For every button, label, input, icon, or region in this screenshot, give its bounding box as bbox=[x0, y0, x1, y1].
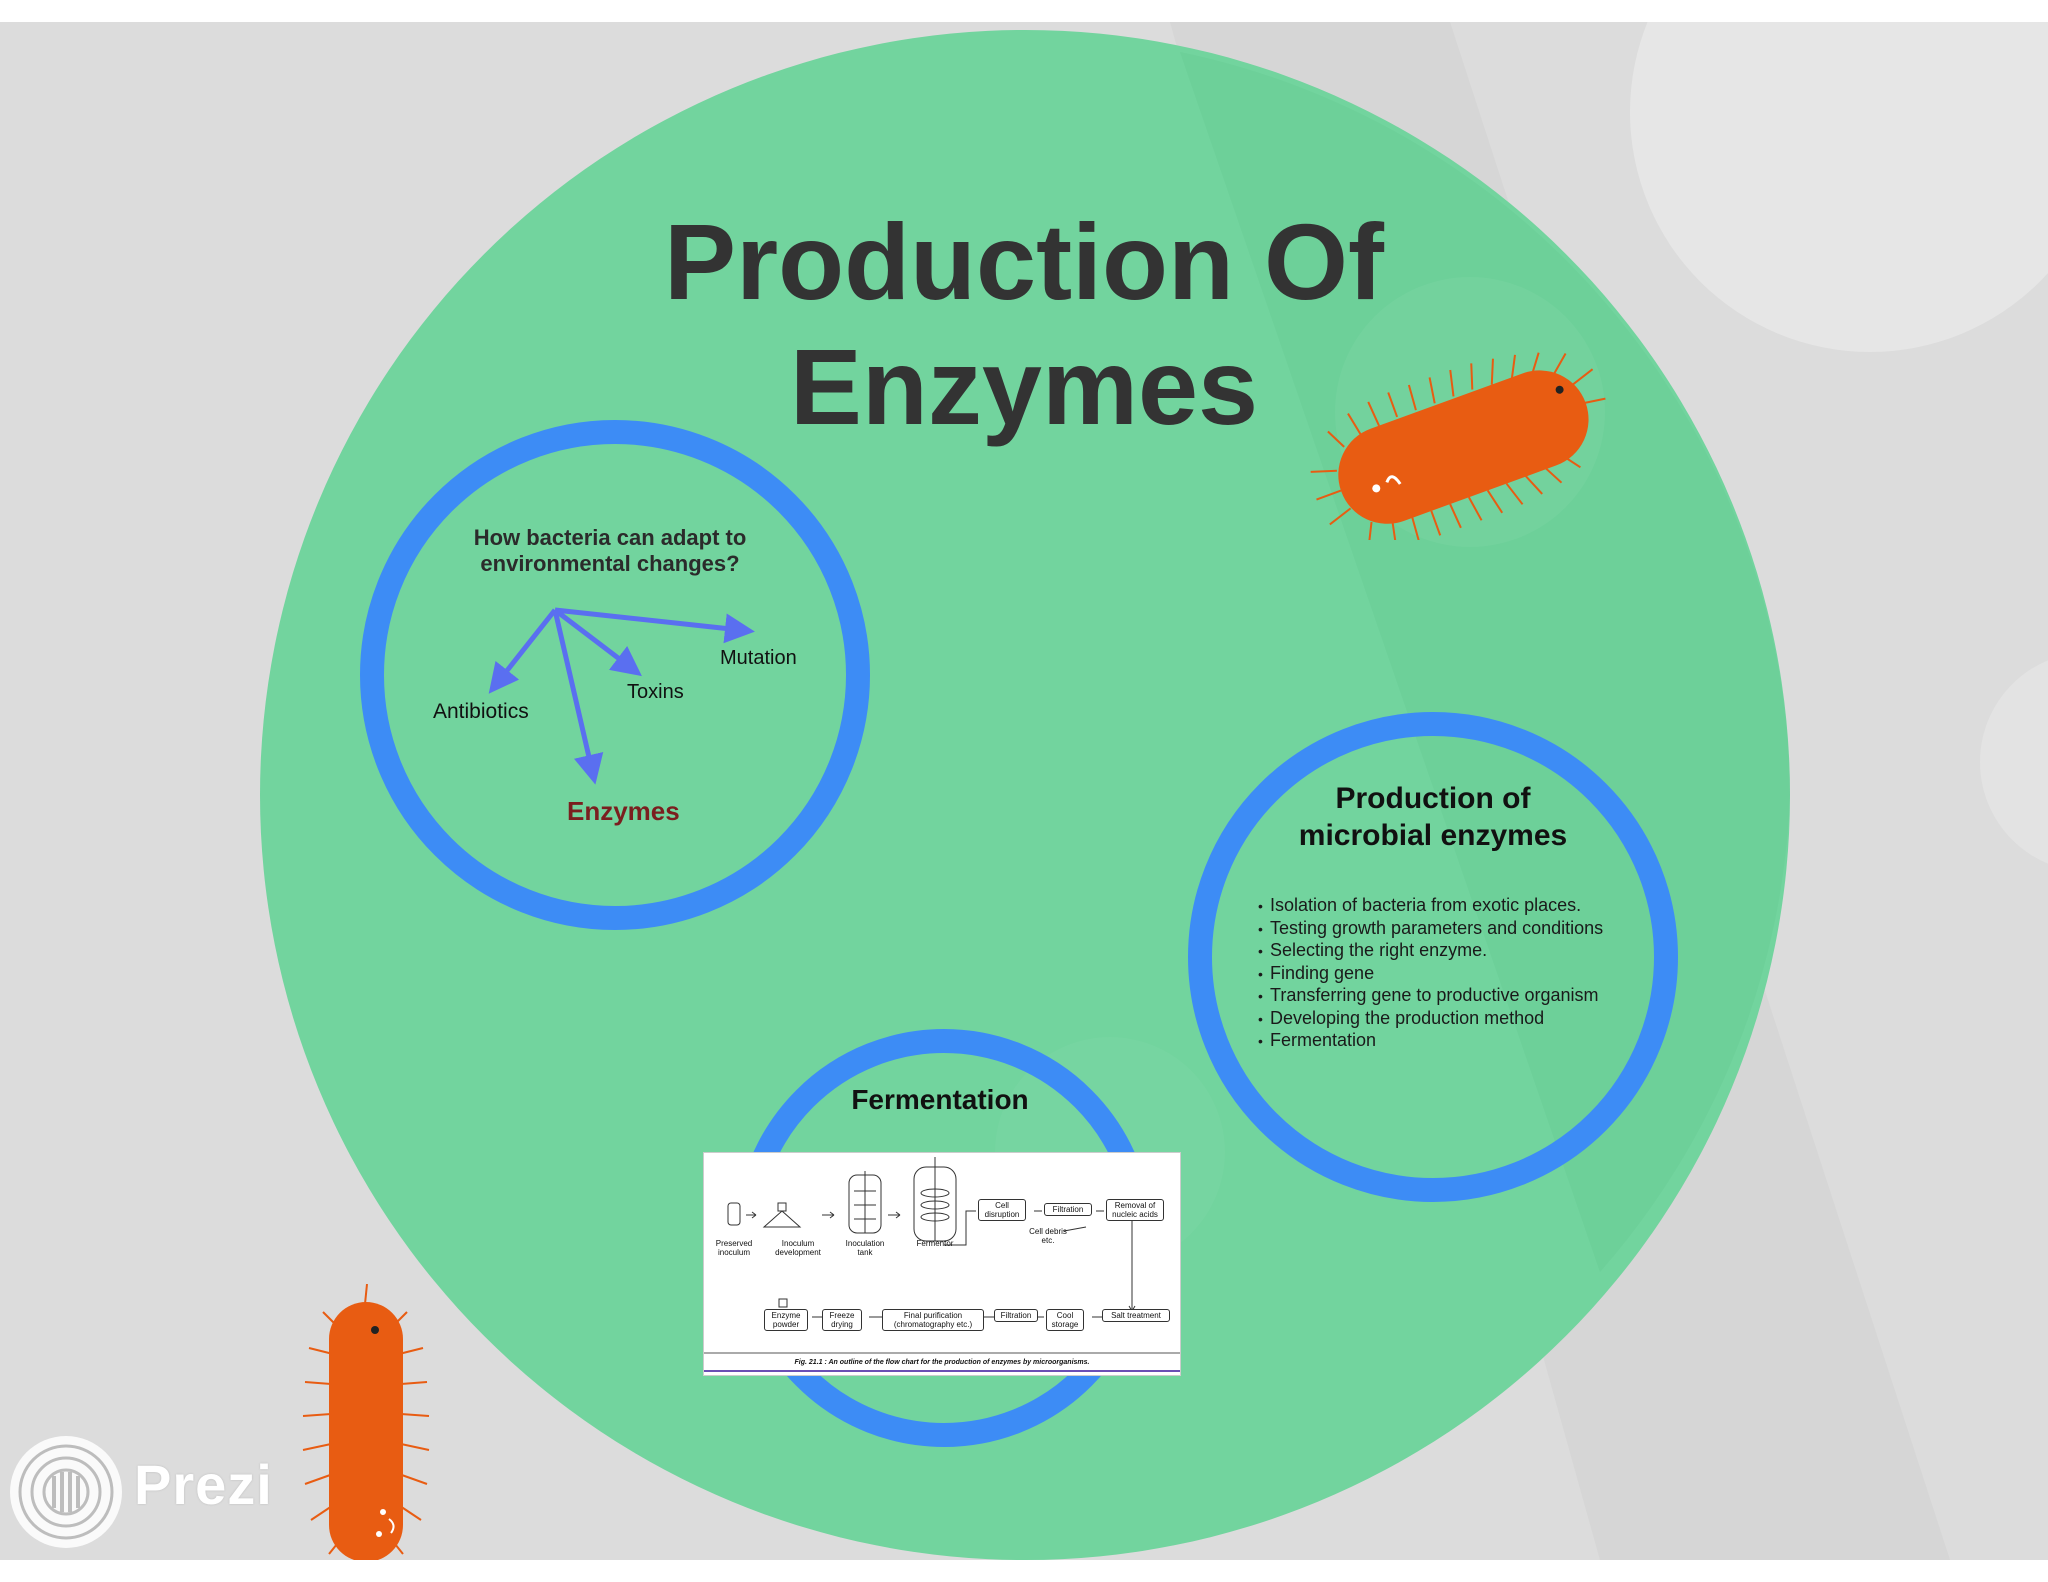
adaptation-question-line1: How bacteria can adapt to bbox=[473, 525, 747, 550]
flow-box-final-purification: Final purification (chromatography etc.) bbox=[882, 1309, 984, 1331]
adaptation-question-line2: environmental changes? bbox=[480, 551, 740, 576]
flow-box-freeze-drying: Freeze drying bbox=[822, 1309, 862, 1331]
prezi-logo[interactable]: Prezi bbox=[8, 1432, 272, 1560]
flow-box-cool-storage: Cool storage bbox=[1046, 1309, 1084, 1331]
page-title-line1: Production Of bbox=[664, 201, 1384, 322]
flow-box-removal-nucleic: Removal of nucleic acids bbox=[1106, 1199, 1164, 1221]
flowchart-equipment bbox=[704, 1157, 1180, 1372]
microbial-heading-line1: Production of bbox=[1335, 782, 1531, 815]
flow-label-cell-debris: Cell debris etc. bbox=[1029, 1227, 1067, 1245]
prezi-brand-name: Prezi bbox=[134, 1453, 273, 1516]
flowchart-caption: Fig. 21.1 : An outline of the flow chart… bbox=[794, 1359, 1090, 1366]
list-item: Selecting the right enzyme. bbox=[1258, 940, 1603, 963]
prezi-logo-icon bbox=[10, 1436, 122, 1548]
list-item: Isolation of bacteria from exotic places… bbox=[1258, 895, 1603, 918]
flow-label-inoculum-dev: Inoculum development bbox=[775, 1239, 821, 1257]
flow-box-cell-disruption: Cell disruption bbox=[978, 1199, 1026, 1221]
flow-box-enzyme-powder: Enzyme powder bbox=[764, 1309, 808, 1331]
prezi-canvas: Production Of Enzymes How bacteria can a… bbox=[0, 22, 2048, 1560]
adaptation-arrows bbox=[488, 607, 755, 785]
flow-box-filtration-top: Filtration bbox=[1044, 1203, 1092, 1216]
bacterium-illustration-top bbox=[1310, 352, 1606, 540]
microbial-steps-list: Isolation of bacteria from exotic places… bbox=[1258, 895, 1603, 1053]
list-item: Developing the production method bbox=[1258, 1008, 1603, 1031]
page-title-line2: Enzymes bbox=[789, 326, 1259, 447]
label-antibiotics: Antibiotics bbox=[433, 700, 529, 723]
flow-box-filtration-bottom: Filtration bbox=[994, 1309, 1038, 1322]
fermentation-flowchart-image[interactable]: Preserved inoculum Inoculum development … bbox=[703, 1152, 1181, 1376]
flow-box-salt-treatment: Salt treatment bbox=[1102, 1309, 1170, 1322]
flow-label-inoculation-tank: Inoculation tank bbox=[845, 1239, 885, 1257]
list-item: Fermentation bbox=[1258, 1030, 1603, 1053]
label-mutation: Mutation bbox=[720, 647, 797, 669]
bacterium-illustration-bottom bbox=[302, 1284, 430, 1560]
list-item: Finding gene bbox=[1258, 963, 1603, 986]
fermentation-heading: Fermentation bbox=[851, 1084, 1029, 1115]
label-enzymes: Enzymes bbox=[567, 796, 680, 826]
label-toxins: Toxins bbox=[627, 681, 684, 703]
list-item: Transferring gene to productive organism bbox=[1258, 985, 1603, 1008]
list-item: Testing growth parameters and conditions bbox=[1258, 918, 1603, 941]
flow-label-fermentor: Fermentor bbox=[916, 1239, 954, 1248]
flow-label-preserved: Preserved inoculum bbox=[715, 1239, 753, 1257]
microbial-heading-line2: microbial enzymes bbox=[1298, 819, 1568, 852]
